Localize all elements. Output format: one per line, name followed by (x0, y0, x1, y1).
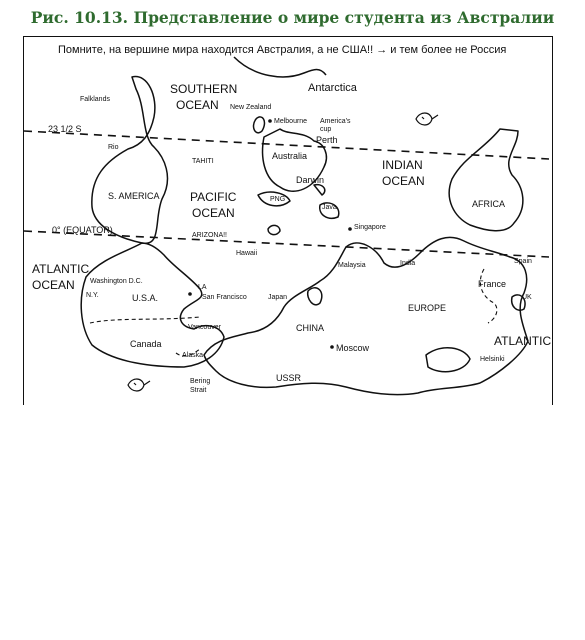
falklands-label: Falklands (80, 96, 110, 103)
washington-label: Washington D.C. (90, 278, 143, 285)
darwin-label: Darwin (296, 175, 324, 185)
southern-ocean-label-2: OCEAN (176, 98, 219, 112)
americas-cup-label-2: cup (320, 126, 331, 133)
hawaii-label: Hawaii (236, 250, 257, 257)
singapore-dot (348, 227, 352, 231)
rio-label: Rio (108, 144, 119, 151)
indian-ocean-label-1: INDIAN (382, 158, 423, 172)
melbourne-dot (268, 119, 272, 123)
southern-ocean-label-1: SOUTHERN (170, 82, 237, 96)
png-shape (257, 191, 291, 207)
new-zealand-shape (252, 116, 266, 134)
atlantic-ocean-left-label-1: ATLANTIC (32, 262, 89, 276)
figure-caption: Рис. 10.13. Представление о мире студент… (30, 8, 555, 27)
atlantic-ocean-left-label-2: OCEAN (32, 278, 75, 292)
tropic-label: 23 1/2 S (48, 124, 82, 134)
alaska-label: Alaska (182, 352, 203, 359)
americas-cup-label-1: America's (320, 118, 351, 125)
spain-label: Spain (514, 258, 532, 265)
japan-shape (306, 287, 323, 306)
tropic-line (24, 130, 550, 160)
ny-label: N.Y. (86, 292, 99, 299)
hawaii-shape (267, 224, 281, 236)
la-label: LA (198, 284, 207, 291)
malaysia-label: Malaysia (338, 262, 366, 269)
equator-label: 0° (EQUATOR) (52, 225, 113, 235)
atlantic-ocean-right-label: ATLANTIC (494, 334, 551, 348)
south-america-label: S. AMERICA (108, 191, 160, 201)
tahiti-label: TAHITI (192, 158, 214, 165)
world-map: Помните, на вершине мира находится Австр… (23, 36, 553, 406)
canada-label: Canada (130, 339, 162, 349)
bird-doodle-icon (415, 112, 439, 126)
india-label: India (400, 260, 415, 267)
uk-label: UK (522, 294, 532, 301)
indian-ocean-label-2: OCEAN (382, 174, 425, 188)
australia-label: Australia (272, 151, 307, 161)
pacific-ocean-label-2: OCEAN (192, 206, 235, 220)
blank-area (0, 405, 585, 640)
arizona-label: ARIZONA!! (192, 232, 227, 239)
eurasia-shape (203, 236, 529, 396)
helsinki-label: Helsinki (480, 356, 505, 363)
usa-label: U.S.A. (132, 293, 158, 303)
alaska-border (175, 348, 201, 357)
java-shape (319, 202, 340, 219)
antarctica-label: Antarctica (308, 82, 358, 94)
australia-shape (261, 128, 328, 192)
france-label: France (478, 279, 506, 289)
africa-label: AFRICA (472, 199, 505, 209)
vancouver-label: Vancouver (188, 324, 222, 331)
europe-label: EUROPE (408, 303, 446, 313)
melbourne-label: Melbourne (274, 118, 307, 125)
europe-border (479, 268, 498, 324)
usa-canada-border (89, 316, 201, 324)
java-label: Java (322, 204, 337, 211)
la-dot (188, 292, 192, 296)
upside-down-world-map: Помните, на вершине мира находится Австр… (24, 44, 551, 396)
moscow-dot (330, 345, 334, 349)
africa-shape (448, 128, 524, 232)
south-america-shape (91, 76, 169, 244)
moscow-label: Moscow (336, 343, 370, 353)
equator-line (24, 230, 550, 258)
caspian-shape (425, 347, 471, 373)
singapore-label: Singapore (354, 224, 386, 231)
uk-shape (510, 294, 526, 311)
png-label: PNG (270, 196, 285, 203)
china-label: CHINA (296, 323, 324, 333)
new-zealand-label: New Zealand (230, 104, 271, 111)
bering-strait-label-2: Strait (190, 387, 206, 394)
bering-strait-label-1: Bering (190, 378, 210, 385)
japan-label: Japan (268, 294, 287, 301)
map-banner: Помните, на вершине мира находится Австр… (58, 44, 506, 56)
antarctica-coast (233, 56, 327, 78)
bird-doodle-icon-2 (127, 378, 151, 392)
pacific-ocean-label-1: PACIFIC (190, 190, 237, 204)
san-francisco-label: San Francisco (202, 294, 247, 301)
ussr-label: USSR (276, 373, 302, 383)
perth-label: Perth (316, 135, 338, 145)
darwin-island-shape (313, 183, 326, 196)
north-america-shape (80, 242, 225, 368)
